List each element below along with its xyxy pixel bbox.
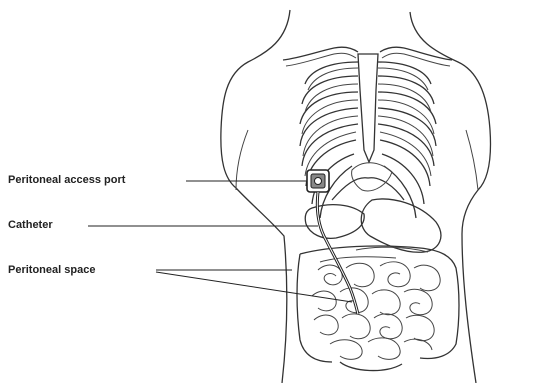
colon [300,246,459,358]
pelvis [340,362,402,371]
label-peritoneal-space: Peritoneal space [8,264,95,276]
arm-right [466,130,478,190]
label-peritoneal-access-port: Peritoneal access port [8,174,125,186]
torso-outline [221,10,290,383]
colon-left [297,254,332,362]
label-catheter: Catheter [8,219,53,231]
sternum [358,54,378,162]
liver [305,205,364,239]
clavicle-left-bottom [286,53,356,66]
stomach [361,199,441,252]
ribs-right [378,62,436,218]
access-port [307,170,329,192]
catheter-tube [317,192,358,314]
clavicle-right-bottom [382,53,450,66]
small-intestines [312,247,440,359]
torso-outline-right [410,12,491,383]
ribs-left [300,62,358,218]
leader-space-2 [156,272,352,302]
diaphragm [332,178,404,200]
